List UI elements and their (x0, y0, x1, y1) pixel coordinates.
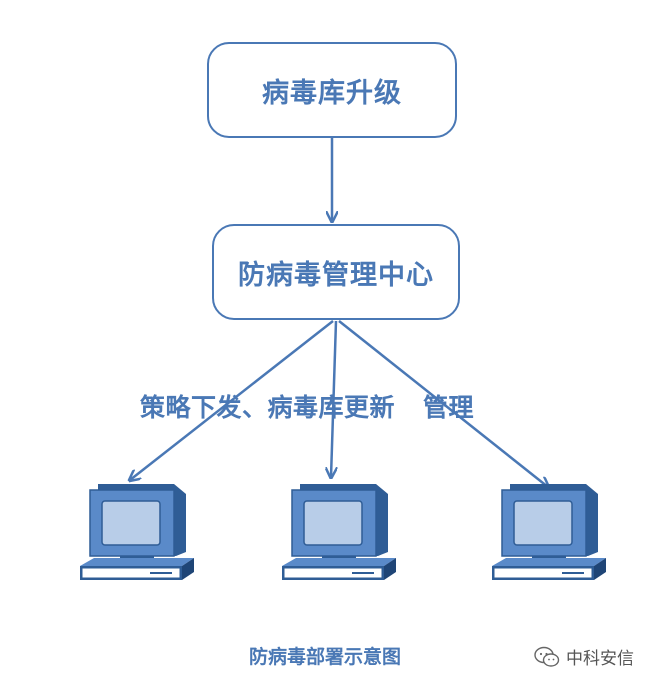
watermark: 中科安信 (534, 644, 634, 669)
node-antivirus-center-label: 防病毒管理中心 (238, 259, 434, 291)
node-virus-db-upgrade: 病毒库升级 (207, 42, 457, 138)
computer-icon (491, 483, 607, 581)
client-computer-3 (491, 483, 607, 581)
diagram-caption: 防病毒部署示意图 (248, 646, 401, 668)
computer-icon (281, 483, 397, 581)
arrow-center-to-client-2 (331, 320, 336, 477)
client-computer-1 (79, 483, 195, 581)
wechat-icon (534, 646, 560, 667)
edge-label-left: 策略下发、病毒库更新 (140, 393, 396, 422)
client-computer-2 (281, 483, 397, 581)
computer-icon (79, 483, 195, 581)
edge-label: 策略下发、病毒库更新管理 (140, 388, 560, 424)
edge-label-right: 管理 (423, 393, 475, 422)
arrow-center-to-client-1 (130, 320, 334, 480)
node-antivirus-center: 防病毒管理中心 (212, 224, 460, 320)
watermark-text: 中科安信 (566, 649, 634, 669)
node-virus-db-upgrade-label: 病毒库升级 (262, 77, 402, 109)
arrow-center-to-client-3 (338, 320, 548, 487)
